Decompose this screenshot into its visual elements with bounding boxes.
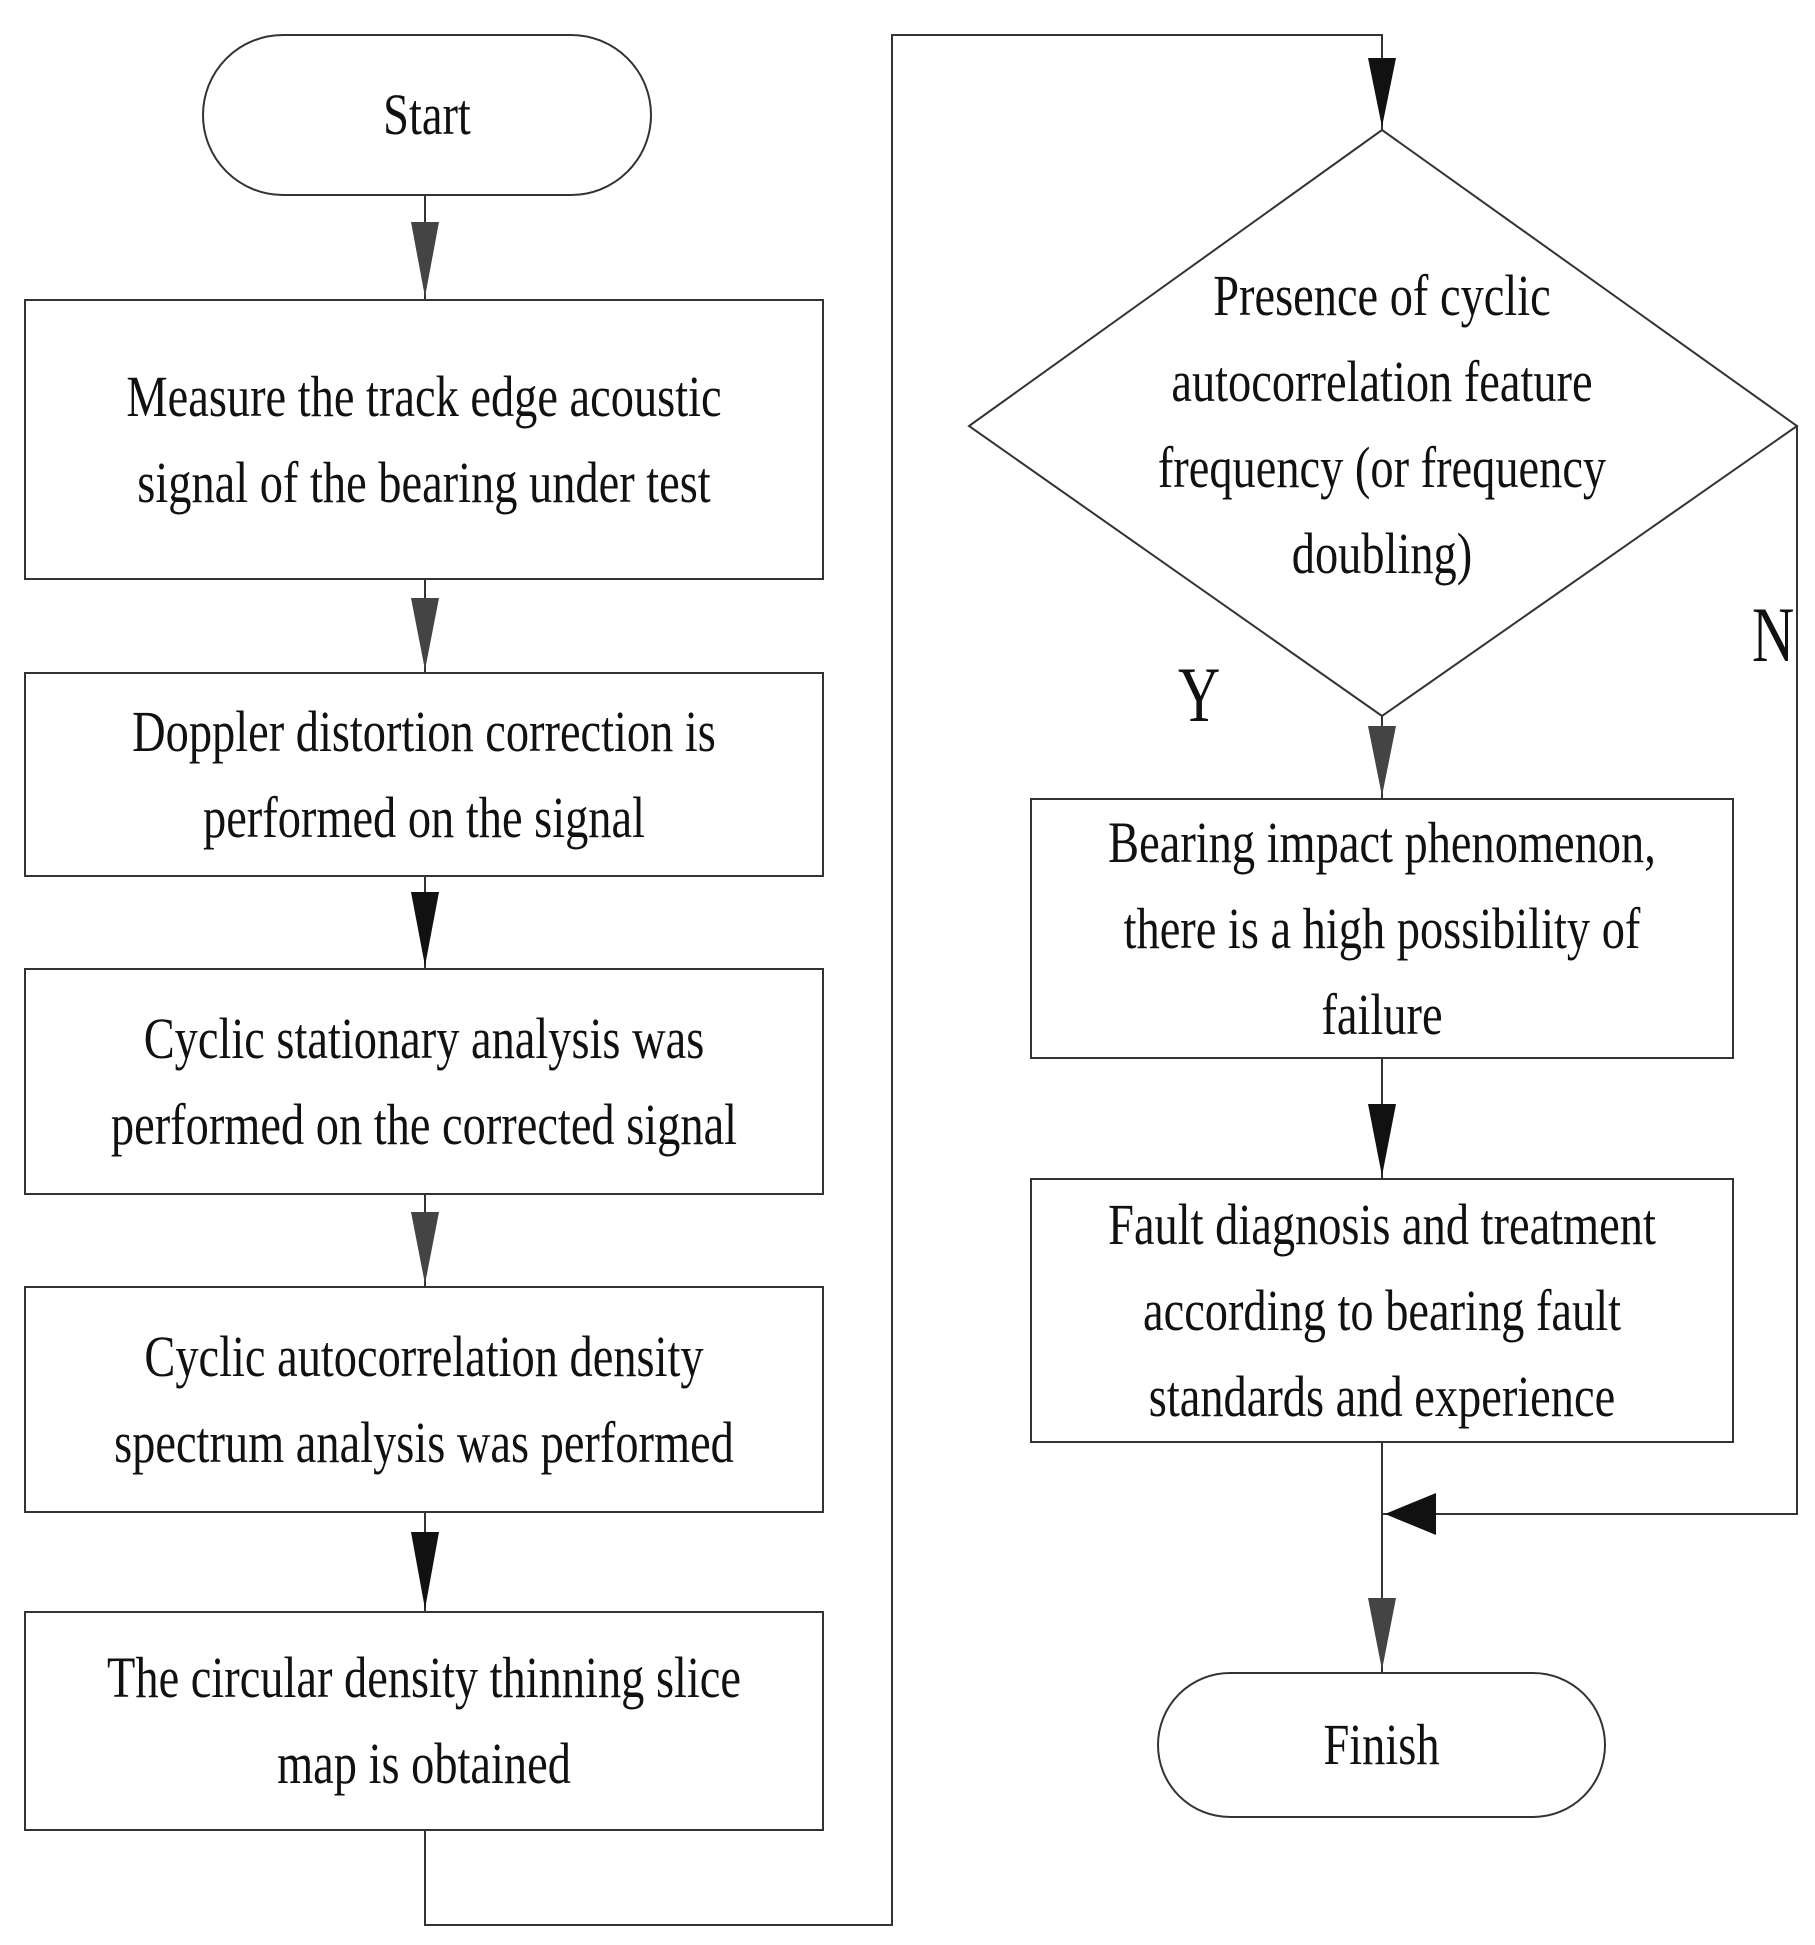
branch-label-yes: Y xyxy=(1178,651,1221,738)
arrowhead-to-bearing-impact xyxy=(1368,726,1396,796)
arrowhead-to-measure xyxy=(411,222,439,297)
finish-label: Finish xyxy=(1323,1712,1440,1777)
start-terminal xyxy=(202,34,652,196)
measure-step-box xyxy=(24,299,824,580)
cyclic-autocorrelation-step-box xyxy=(24,1286,824,1513)
connector-slice-to-decision xyxy=(424,34,1383,1926)
arrowhead-to-stationary xyxy=(411,892,439,966)
arrowhead-to-finish xyxy=(1368,1598,1396,1670)
arrowhead-to-doppler xyxy=(411,598,439,670)
arrowhead-to-autocorrelation xyxy=(411,1212,439,1284)
doppler-label: Doppler distortion correction is perform… xyxy=(132,698,716,850)
measure-label: Measure the track edge acoustic signal o… xyxy=(126,363,722,515)
slice-map-label: The circular density thinning slice map … xyxy=(107,1645,741,1796)
decision-label: Presence of cyclic autocorrelation featu… xyxy=(1157,263,1607,586)
cyclic-autocorrelation-label: Cyclic autocorrelation density spectrum … xyxy=(114,1323,734,1475)
arrowhead-to-decision xyxy=(1368,58,1396,127)
cyclic-stationary-label: Cyclic stationary analysis was performed… xyxy=(110,1005,738,1157)
branch-label-no: N xyxy=(1752,591,1795,678)
arrowhead-merge xyxy=(1385,1493,1436,1535)
start-label: Start xyxy=(383,82,471,147)
arrowhead-to-fault-diagnosis xyxy=(1368,1104,1396,1176)
cyclic-stationary-step-box xyxy=(24,968,824,1195)
arrowhead-to-slice xyxy=(411,1532,439,1609)
bearing-impact-label: Bearing impact phenomenon, there is a hi… xyxy=(1108,809,1656,1047)
fault-diagnosis-step-box xyxy=(1030,1178,1734,1443)
fault-diagnosis-label: Fault diagnosis and treatment according … xyxy=(1108,1191,1656,1429)
connector-decision-no xyxy=(1382,426,1798,1515)
